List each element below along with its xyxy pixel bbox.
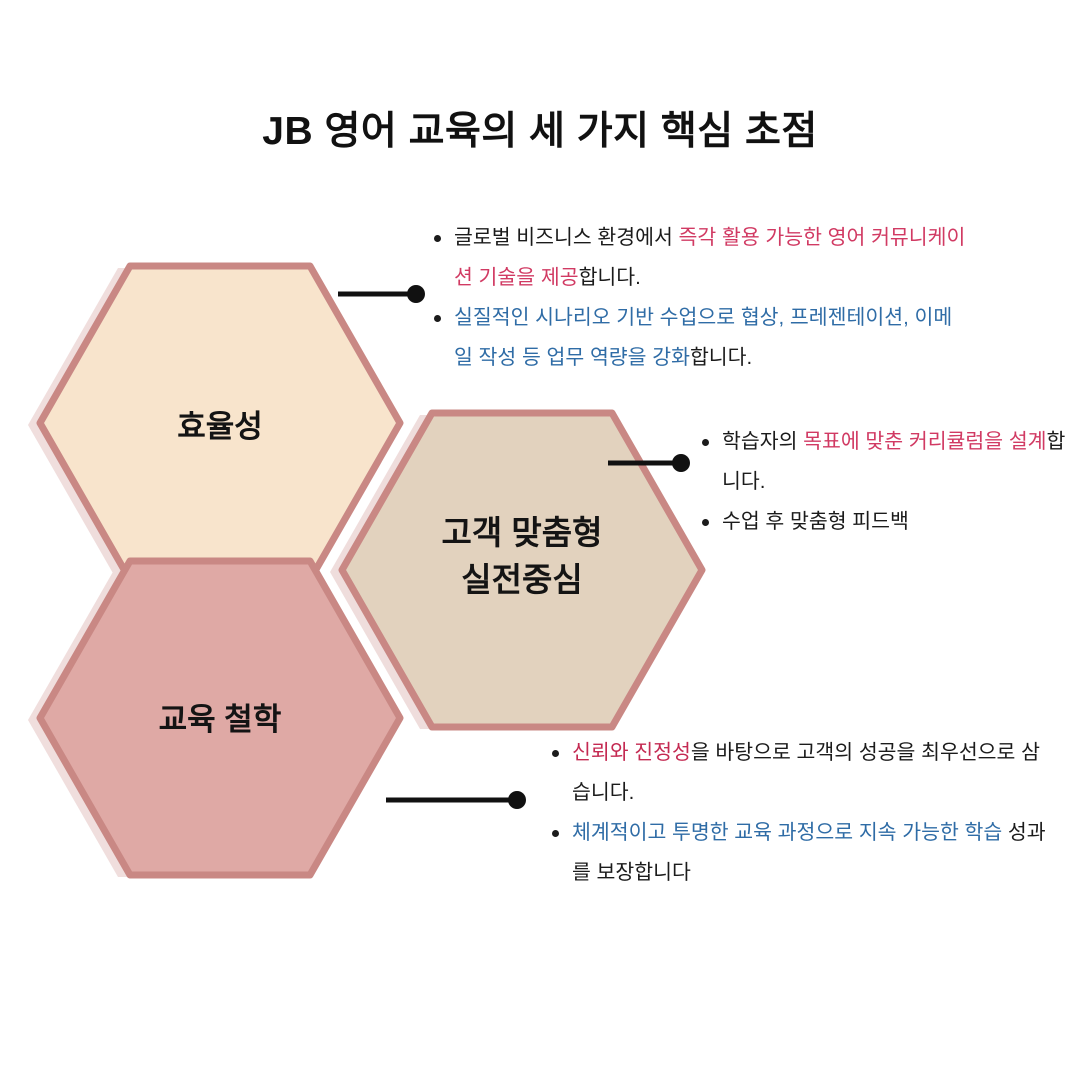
bullet-dot-icon [552,829,559,837]
bullet-text-segment: 학습자의 [722,430,804,453]
bullet-text-segment: 수업 후 맞춤형 피드백 [722,509,909,533]
bullet-dot-icon [702,439,709,446]
connector-dot-customized [672,454,690,472]
page-title: JB 영어 교육의 세 가지 핵심 초점 [262,110,818,153]
bullet-text-segment: 합니다. [689,345,753,369]
bullet-item: 글로벌 비즈니스 환경에서 즉각 활용 가능한 영어 커뮤니케이션 기술을 제공… [430,218,970,298]
notes-customized: 학습자의 목표에 맞춘 커리큘럼을 설계합니다. 수업 후 맞춤형 피드백 [698,422,1076,542]
bullet-item: 신뢰와 진정성을 바탕으로 고객의 성공을 최우선으로 삼습니다. [548,733,1048,813]
connector-customized [608,454,690,472]
bullet-text-segment: 신뢰와 진정성 [572,741,691,764]
bullet-text-segment: 실질적인 시나리오 기반 수업으로 협상, 프레젠테이션, 이메일 작성 등 업… [454,305,953,369]
connector-dot-philosophy [508,791,526,809]
bullet-text-segment: 체계적이고 투명한 교육 과정으로 지속 가능한 학습 [572,820,1003,844]
connector-efficiency [338,285,425,303]
bullet-text-segment: 즉각 활용 가능한 영어 커뮤니케이션 기술을 제공 [454,226,966,289]
hexagon-customized[interactable] [338,409,706,731]
bullet-dot-icon [702,518,709,526]
bullet-item: 체계적이고 투명한 교육 과정으로 지속 가능한 학습 성과를 보장합니다 [548,813,1048,893]
bullet-item: 실질적인 시나리오 기반 수업으로 협상, 프레젠테이션, 이메일 작성 등 업… [430,298,970,378]
bullet-text-segment: 성과를 보장합니다 [572,820,1046,884]
bullet-dot-icon [434,314,441,322]
bullet-dot-icon [552,750,559,757]
bullet-dot-icon [434,235,441,242]
bullet-item: 학습자의 목표에 맞춘 커리큘럼을 설계합니다. [698,422,1076,502]
bullet-text-segment: 합니다. [578,265,641,289]
bullet-text-segment: 목표에 맞춘 커리큘럼을 설계 [803,430,1047,453]
bullet-text-segment: 합니다. [722,430,1066,493]
hexagon-philosophy[interactable] [36,557,404,879]
bullet-text-segment: 글로벌 비즈니스 환경에서 [454,226,679,249]
notes-efficiency: 글로벌 비즈니스 환경에서 즉각 활용 가능한 영어 커뮤니케이션 기술을 제공… [430,218,970,378]
connector-dot-efficiency [407,285,425,303]
bullet-item: 수업 후 맞춤형 피드백 [698,502,1076,542]
connector-philosophy [386,791,526,809]
bullet-text-segment: 을 바탕으로 고객의 성공을 최우선으로 삼습니다. [572,741,1040,804]
notes-philosophy: 신뢰와 진정성을 바탕으로 고객의 성공을 최우선으로 삼습니다.체계적이고 투… [548,733,1048,893]
